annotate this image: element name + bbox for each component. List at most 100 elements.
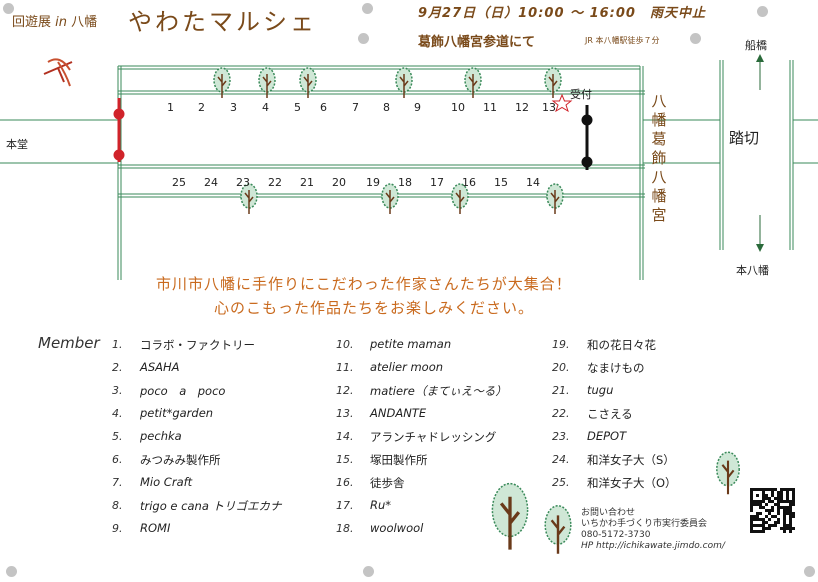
member-heading: Member [38,334,100,352]
member-number: 1. [112,338,123,351]
member-number: 15. [336,453,354,466]
reception-label: 受付 [570,88,592,101]
member-number: 9. [112,522,123,535]
event-venue: 葛飾八幡宮参道にて [418,35,536,50]
bottom-trees [491,482,572,554]
contact-block: お問い合わせ いちかわ手づくり市実行委員会 080-5172-3730 HP h… [581,508,725,552]
event-subtitle: 回遊展 in 八幡 [12,15,98,30]
shrine-label: 八幡葛飾八幡宮 [651,92,667,224]
member-name: コラボ・ファクトリー [140,338,255,352]
tree-icon [451,183,469,214]
member-number: 3. [112,384,123,397]
booth-number: 11 [483,101,497,114]
contact-phone: 080-5172-3730 [581,530,651,540]
member-number: 18. [336,522,354,535]
member-number: 10. [336,338,354,351]
booth-number: 21 [300,176,314,189]
member-name: 和の花日々花 [587,338,656,352]
tree-icons [213,67,564,214]
member-name: petite maman [370,337,452,351]
booth-number: 8 [383,101,390,114]
direction-south-label: 本八幡 [736,264,769,277]
member-name: Mio Craft [140,475,193,489]
tree-icon [213,67,231,98]
member-name: 和洋女子大（O） [587,476,677,490]
member-name: DEPOT [587,429,627,443]
member-name: petit*garden [140,406,214,420]
member-name: woolwool [370,521,424,535]
catchcopy-line1: 市川市八幡に手作りにこだわった作家さんたちが大集合！ [156,275,572,293]
member-number: 4. [112,407,123,420]
punch-hole [757,6,768,17]
member-number: 16. [336,476,354,489]
event-datetime: 9月27日（日）10:00 〜 16:00 雨天中止 [418,6,706,21]
booth-number: 1 [167,101,174,114]
member-name: trigo e cana トリゴエカナ [140,499,282,513]
booth-number: 5 [294,101,301,114]
punch-hole [6,566,17,577]
punch-hole [363,566,374,577]
contact-hp[interactable]: HP http://ichikawate.jimdo.com/ [581,541,725,551]
member-name: matiere（まてぃえ〜る） [370,384,507,398]
member-number: 25. [552,476,570,489]
venue-map [0,54,818,280]
tree-icon [395,67,413,98]
member-number: 17. [336,499,354,512]
tree-icon [240,183,258,214]
booth-number: 17 [430,176,444,189]
member-name: Ru* [370,498,392,512]
event-title: やわたマルシェ [128,8,317,36]
contact-heading: お問い合わせ [581,508,636,518]
booth-number: 22 [268,176,282,189]
booth-number: 19 [366,176,380,189]
member-name: アランチャドレッシング [370,430,497,444]
booth-number: 14 [526,176,540,189]
booth-number: 16 [462,176,476,189]
member-number: 7. [112,476,123,489]
member-number: 24. [552,453,570,466]
punch-hole [3,3,14,14]
member-name: 徒歩舎 [370,476,405,490]
tree-icon [546,183,564,214]
booth-number: 3 [230,101,237,114]
member-name: みつみみ製作所 [140,453,221,467]
corner-tree [716,451,740,495]
reception-star-icon [551,93,573,113]
punch-hole [690,33,701,44]
member-number: 23. [552,430,570,443]
member-name: こさえる [587,407,633,421]
dragonfly-icon [43,58,73,87]
member-number: 2. [112,361,123,374]
member-number: 13. [336,407,354,420]
member-name: ANDANTE [370,406,427,420]
tree-icon [381,183,399,214]
punch-hole [362,3,373,14]
member-number: 12. [336,384,354,397]
booth-number: 7 [352,101,359,114]
tree-icon [544,505,572,554]
member-number: 14. [336,430,354,443]
member-number: 22. [552,407,570,420]
member-number: 11. [336,361,354,374]
station-note: JR 本八幡駅徒歩７分 [585,36,660,45]
contact-org: いちかわ手づくり市実行委員会 [581,519,708,529]
member-name: pechka [140,429,182,443]
member-number: 6. [112,453,123,466]
member-name: ASAHA [140,360,180,374]
booth-number: 20 [332,176,346,189]
qr-code-icon[interactable] [750,488,796,534]
direction-north-label: 船橋 [745,39,767,52]
booth-number: 25 [172,176,186,189]
member-name: tugu [587,383,614,397]
booth-number: 2 [198,101,205,114]
booth-number: 6 [320,101,327,114]
booth-number: 10 [451,101,465,114]
member-number: 8. [112,499,123,512]
member-name: 塚田製作所 [370,453,428,467]
member-number: 19. [552,338,570,351]
tree-icon [299,67,317,98]
catchcopy-line2: 心のこもった作品たちをお楽しみください。 [214,299,535,317]
member-number: 21. [552,384,570,397]
crossing-label: 踏切 [729,129,760,147]
member-name: ROMI [140,521,171,535]
